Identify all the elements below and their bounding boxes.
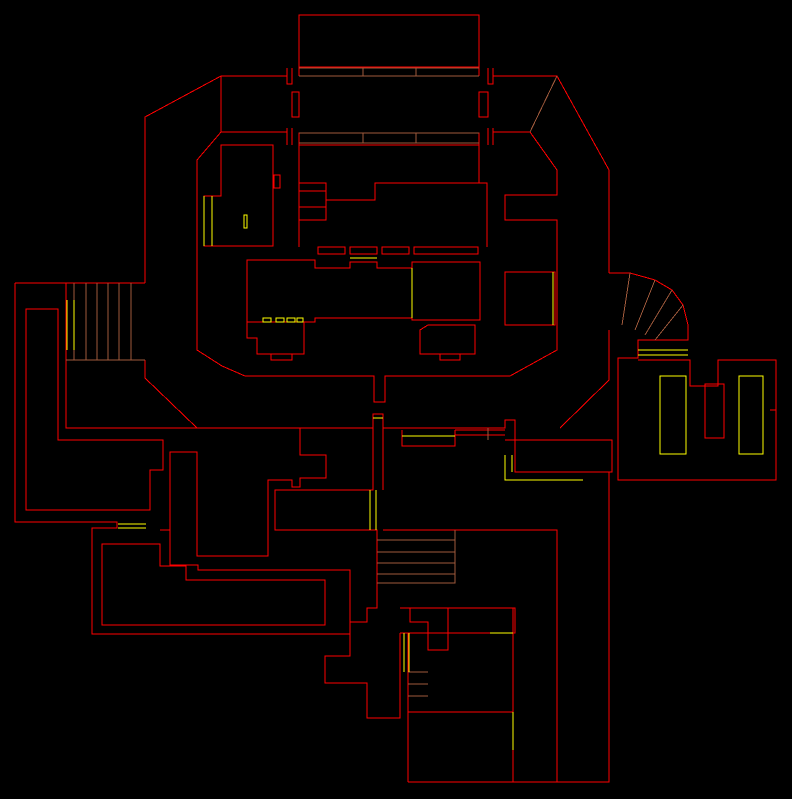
wall-line-10 — [298, 132, 488, 247]
wall-line-29 — [401, 430, 456, 447]
wall-line-23 — [65, 283, 197, 429]
wall-line-32 — [400, 607, 516, 782]
wall-line-7 — [286, 128, 494, 145]
wall-line-36 — [704, 383, 725, 439]
wall-line-30 — [455, 429, 505, 436]
wall-line-6 — [291, 91, 489, 118]
wall-line-13 — [317, 246, 479, 255]
step-line-1 — [299, 67, 479, 77]
wall-line-21 — [14, 282, 351, 635]
door-line-12 — [504, 455, 583, 481]
wall-line-27 — [274, 428, 401, 719]
wall-line-16 — [270, 354, 293, 361]
wall-line-15 — [246, 322, 305, 355]
wall-line-14 — [246, 259, 481, 323]
wall-line-22 — [25, 308, 164, 511]
wall-lines — [14, 14, 777, 783]
wall-line-11 — [299, 182, 479, 221]
wall-line-8 — [220, 75, 558, 133]
step-line-3 — [66, 283, 145, 361]
door-line-13 — [638, 349, 688, 356]
wall-line-28 — [382, 428, 610, 783]
wall-line-1 — [298, 14, 480, 68]
wall-line-24 — [101, 543, 326, 626]
step-line-6 — [621, 272, 684, 341]
door-line-14 — [659, 375, 687, 455]
door-line-9 — [369, 490, 377, 530]
wall-line-19 — [273, 174, 281, 189]
door-line-3 — [243, 214, 248, 229]
wall-line-9 — [196, 131, 558, 403]
wall-line-33 — [409, 608, 449, 651]
door-line-15 — [738, 375, 764, 455]
step-line-7 — [529, 75, 558, 133]
door-line-2 — [203, 196, 213, 246]
wall-line-4 — [493, 75, 610, 429]
wall-line-3 — [144, 75, 287, 429]
step-line-2 — [299, 132, 479, 144]
door-line-8 — [118, 523, 146, 529]
step-line-4 — [377, 530, 456, 584]
wall-line-18 — [203, 144, 274, 247]
door-line-6 — [262, 317, 304, 323]
wall-line-25 — [160, 427, 327, 557]
wall-line-35 — [609, 272, 777, 481]
door-lines — [66, 196, 764, 750]
wall-line-12 — [299, 190, 326, 208]
step-line-5 — [408, 671, 428, 697]
wall-line-20 — [504, 271, 556, 326]
door-line-1 — [66, 300, 75, 350]
wall-line-5 — [286, 68, 494, 85]
wall-line-17 — [419, 324, 476, 361]
wall-line-31 — [505, 439, 613, 473]
door-line-16 — [403, 633, 410, 672]
